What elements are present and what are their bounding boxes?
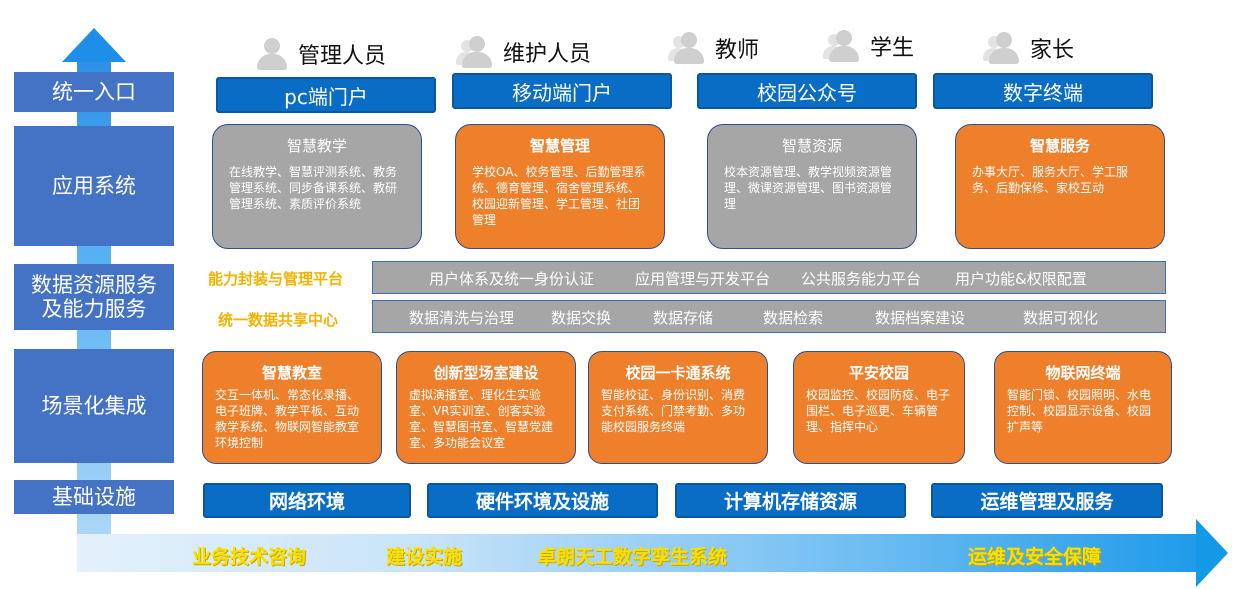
app-title: 智慧资源: [781, 137, 842, 155]
scene-title: 校园一卡通系统: [625, 364, 731, 382]
capability-item: 用户功能&权限配置: [955, 270, 1087, 288]
scene-desc: 智能门锁、校园照明、水电控制、校园显示设备、校园扩声等: [1007, 388, 1152, 434]
data-item: 数据可视化: [1023, 309, 1099, 327]
scene-innovation-room: 创新型场室建设 虚拟演播室、理化生实验室、VR实训室、创客实验室、智慧图书室、智…: [396, 351, 576, 464]
data-item: 数据清洗与治理: [409, 309, 515, 327]
portal-wechat[interactable]: 校园公众号: [697, 73, 917, 109]
scene-desc: 校园监控、校园防疫、电子围栏、电子巡更、车辆管理、指挥中心: [806, 388, 951, 434]
data-center-label: 统一数据共享中心: [218, 311, 339, 329]
portal-terminal[interactable]: 数字终端: [933, 73, 1153, 109]
user-student: 学生: [823, 28, 915, 64]
user-teacher-label: 教师: [715, 38, 760, 63]
app-smart-teaching: 智慧教学 在线教学、智慧评测系统、教务管理系统、同步备课系统、教研管理系统、素质…: [212, 124, 422, 249]
right-arrow-icon: [1196, 519, 1228, 587]
user-maintainer: 维护人员: [456, 34, 592, 70]
user-maintainer-label: 维护人员: [503, 42, 592, 67]
layer-apps: 应用系统: [14, 126, 174, 246]
capability-label: 能力封装与管理平台: [208, 270, 344, 288]
data-item: 数据交换: [551, 309, 612, 327]
capability-item: 应用管理与开发平台: [635, 270, 771, 288]
scene-iot-terminal: 物联网终端 智能门锁、校园照明、水电控制、校园显示设备、校园扩声等: [994, 351, 1172, 464]
infra-ops: 运维管理及服务: [931, 483, 1163, 518]
layer-data-line1: 数据资源服务: [31, 272, 157, 297]
app-smart-resource: 智慧资源 校本资源管理、教学视频资源管理、微课资源管理、图书资源管理: [707, 124, 917, 249]
portal-pc[interactable]: pc端门户: [216, 77, 436, 113]
user-parent-label: 家长: [1030, 38, 1075, 63]
app-desc: 办事大厅、服务大厅、学工服务、后勤保修、家校互动: [972, 165, 1129, 195]
layer-data-line2: 及能力服务: [41, 297, 147, 321]
user-group-icon: [254, 36, 290, 72]
user-group-icon: [456, 34, 495, 70]
user-student-label: 学生: [870, 36, 915, 61]
scene-desc: 交互一体机、常态化录播、电子班牌、教学平板、互动教学系统、物联网智能教室环境控制: [215, 388, 360, 450]
infra-network: 网络环境: [203, 483, 411, 518]
layer-infra: 基础设施: [14, 480, 174, 514]
app-desc: 在线教学、智慧评测系统、教务管理系统、同步备课系统、教研管理系统、素质评价系统: [229, 165, 398, 211]
data-item: 数据档案建设: [875, 309, 966, 327]
user-group-icon: [823, 28, 862, 64]
app-desc: 校本资源管理、教学视频资源管理、微课资源管理、图书资源管理: [724, 165, 893, 211]
infra-hardware: 硬件环境及设施: [427, 483, 658, 518]
user-group-icon: [983, 30, 1022, 66]
scene-desc: 智能校证、身份识别、消费支付系统、门禁考勤、多功能校园服务终端: [601, 388, 746, 434]
scene-title: 物联网终端: [1045, 364, 1121, 382]
user-teacher: 教师: [668, 30, 760, 66]
data-item: 数据检索: [763, 309, 824, 327]
horizontal-arrow-shaft: [77, 534, 1199, 572]
bottom-label-digital-twin: 卓朗天工数字孪生系统: [537, 546, 728, 568]
layer-scene: 场景化集成: [14, 349, 174, 463]
capability-bar: 用户体系及统一身份认证 应用管理与开发平台 公共服务能力平台 用户功能&权限配置: [372, 261, 1166, 294]
layer-data: 数据资源服务 及能力服务: [14, 264, 174, 330]
scene-title: 平安校园: [848, 364, 909, 382]
app-smart-management: 智慧管理 学校OA、校务管理、后勤管理系统、德育管理、宿舍管理系统、校园迎新管理…: [455, 124, 665, 249]
app-desc: 学校OA、校务管理、后勤管理系统、德育管理、宿舍管理系统、校园迎新管理、学工管理…: [472, 165, 646, 227]
bottom-label-consulting: 业务技术咨询: [192, 546, 307, 568]
capability-item: 用户体系及统一身份认证: [429, 270, 595, 288]
layer-entry: 统一入口: [14, 72, 174, 112]
scene-title: 智慧教室: [261, 364, 322, 382]
app-smart-service: 智慧服务 办事大厅、服务大厅、学工服务、后勤保修、家校互动: [955, 124, 1165, 249]
user-admin-label: 管理人员: [298, 44, 387, 69]
bottom-label-implementation: 建设实施: [386, 546, 463, 568]
scene-campus-card: 校园一卡通系统 智能校证、身份识别、消费支付系统、门禁考勤、多功能校园服务终端: [588, 351, 768, 464]
data-center-bar: 数据清洗与治理 数据交换 数据存储 数据检索 数据档案建设 数据可视化: [372, 300, 1166, 333]
app-title: 智慧管理: [529, 137, 590, 155]
app-title: 智慧教学: [286, 137, 347, 155]
data-item: 数据存储: [653, 309, 714, 327]
scene-smart-classroom: 智慧教室 交互一体机、常态化录播、电子班牌、教学平板、互动教学系统、物联网智能教…: [202, 351, 382, 464]
bottom-label-security: 运维及安全保障: [968, 546, 1102, 568]
user-parent: 家长: [983, 30, 1075, 66]
scene-title: 创新型场室建设: [433, 364, 539, 382]
portal-mobile[interactable]: 移动端门户: [452, 73, 672, 109]
user-admin: 管理人员: [254, 36, 386, 72]
app-title: 智慧服务: [1029, 137, 1090, 155]
scene-desc: 虚拟演播室、理化生实验室、VR实训室、创客实验室、智慧图书室、智慧党建室、多功能…: [409, 388, 554, 450]
infra-storage: 计算机存储资源: [675, 483, 906, 518]
scene-safe-campus: 平安校园 校园监控、校园防疫、电子围栏、电子巡更、车辆管理、指挥中心: [793, 351, 965, 464]
capability-item: 公共服务能力平台: [801, 270, 922, 288]
user-group-icon: [668, 30, 707, 66]
up-arrow-icon: [62, 28, 126, 62]
